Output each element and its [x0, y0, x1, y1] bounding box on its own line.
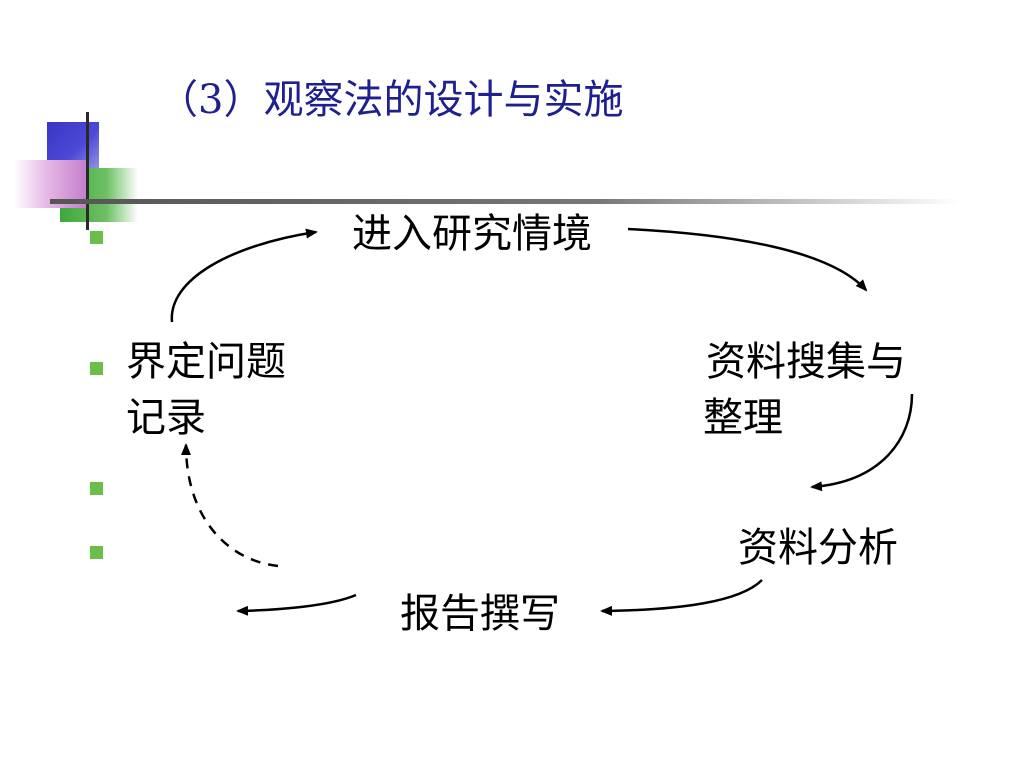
arrow-dashed-feedback-to-record [181, 443, 279, 568]
node-define-problem-line2: 记录 [126, 395, 206, 441]
node-data-collection-line2: 整理 [703, 395, 783, 441]
arrow-enter-to-collect [627, 227, 868, 292]
arrow-report-outward [236, 593, 357, 616]
arrow-analysis-to-report [600, 579, 763, 616]
node-report-writing: 报告撰写 [400, 591, 560, 637]
bullet-4 [90, 546, 103, 559]
title-underline-rule [50, 199, 960, 204]
vertical-rule-decoration [86, 112, 89, 230]
node-enter-research-context: 进入研究情境 [352, 211, 592, 257]
node-define-problem-line1: 界定问题 [126, 339, 286, 385]
bullet-1 [90, 231, 103, 244]
node-data-collection-line1: 资料搜集与 [706, 339, 906, 385]
arrow-define-to-enter [170, 228, 318, 323]
bullet-3 [90, 482, 103, 495]
node-data-analysis: 资料分析 [738, 525, 898, 571]
slide-title: （3）观察法的设计与实施 [158, 77, 624, 123]
bullet-2 [90, 362, 103, 375]
arrow-collect-to-analysis [810, 393, 914, 492]
